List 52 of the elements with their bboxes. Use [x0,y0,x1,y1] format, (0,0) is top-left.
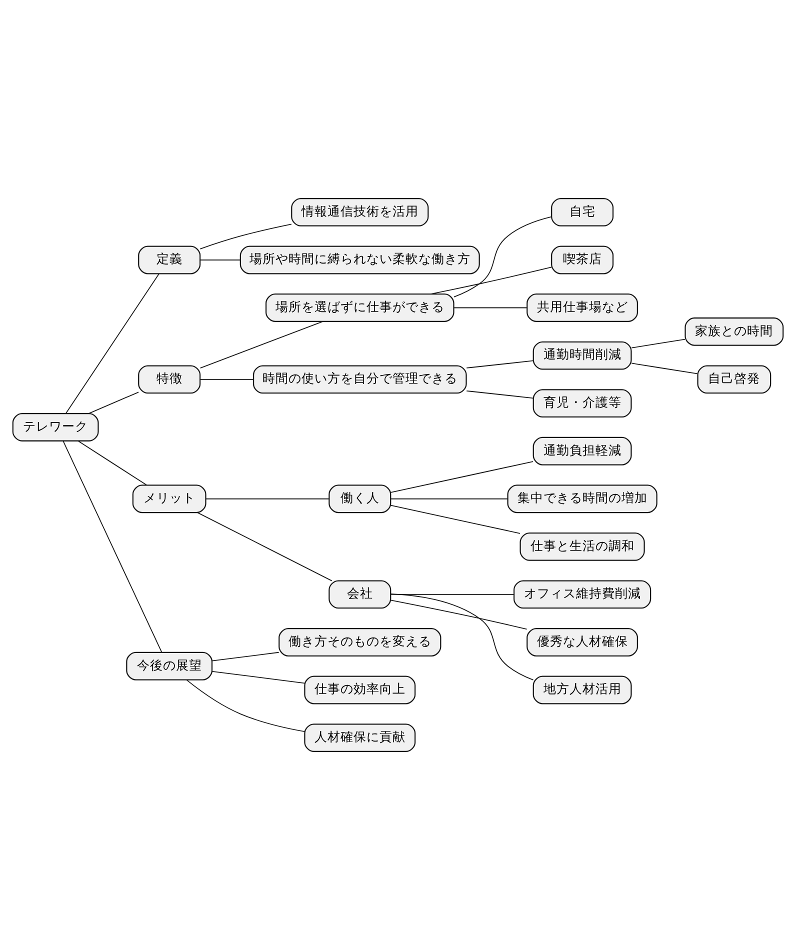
node-box: 家族との時間 [684,316,784,346]
node-box: 場所を選ばずに仕事ができる [265,293,454,322]
connector [196,512,332,581]
connector [212,651,280,661]
connector [186,679,306,732]
node-box: 自己啓発 [697,364,772,394]
node-box: 働く人 [328,484,392,513]
connector [200,378,254,380]
connector [466,360,534,368]
node-box: 場所や時間に縛られない柔軟な働き方 [240,245,480,274]
node-box: 自宅 [551,197,614,226]
node-box: 特徴 [138,364,201,394]
node-box: オフィス維持費削減 [513,580,652,608]
node-box: 地方人材活用 [532,675,632,704]
connector [200,320,324,368]
node-box: 情報通信技術を活用 [291,197,429,226]
node-box: 通勤時間削減 [532,340,632,370]
connector [390,599,528,630]
node-box: メリット [132,484,206,513]
connector [212,670,305,684]
connector [205,498,330,499]
node-box: 共用仕事場など [526,293,638,322]
connector [62,440,162,652]
connector [200,223,292,249]
node-box: 仕事と生活の調和 [520,532,645,560]
node-box: 今後の展望 [126,651,213,680]
node-box: 集中できる時間の増加 [507,484,658,513]
connector [466,390,534,398]
connector [390,498,508,499]
node-box: 会社 [328,580,392,608]
connector [78,440,148,486]
connector [430,266,552,294]
connector [390,460,534,492]
connector [631,362,698,374]
node-box: 人材確保に貢献 [304,723,416,752]
node-box: 優秀な人材確保 [526,628,638,656]
connector [390,593,534,680]
connector [631,338,686,348]
connector [453,306,528,308]
connector [454,216,552,297]
connector [390,504,520,534]
connector [200,259,241,260]
connector [88,391,139,414]
node-box: 喫茶店 [551,245,614,274]
node-box: 仕事の効率向上 [304,675,416,704]
node-box: テレワーク [12,412,99,441]
node-box: 時間の使い方を自分で管理できる [252,364,467,394]
node-box: 定義 [138,245,201,274]
node-box: 通勤負担軽減 [532,436,632,465]
node-box: 育児・介護等 [532,388,632,418]
node-box: 働き方そのものを変える [278,628,442,656]
connector [65,272,160,414]
